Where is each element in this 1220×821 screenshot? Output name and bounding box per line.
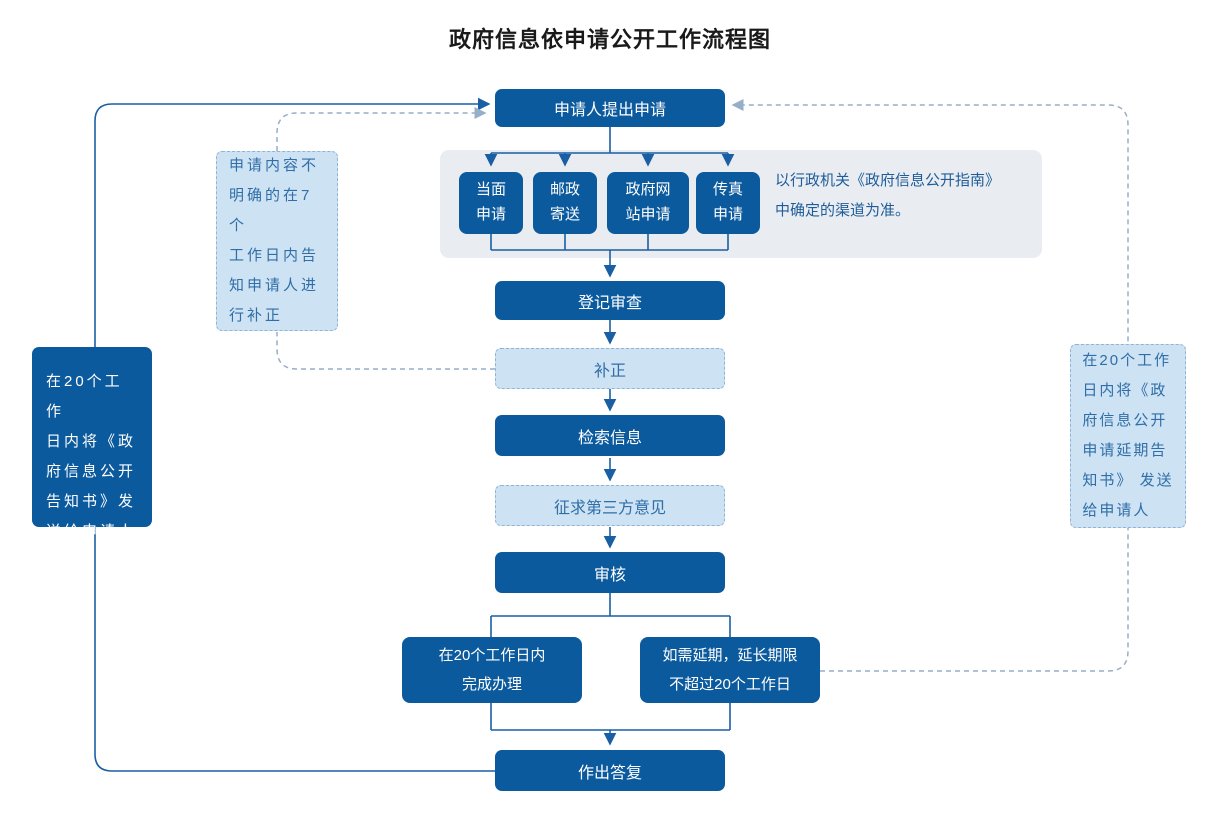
node-channel-gov-website: 政府网 站申请 <box>607 172 689 234</box>
node-complete-within-20-days: 在20个工作日内 完成办理 <box>402 637 582 703</box>
node-supplement-correction: 补正 <box>495 348 725 389</box>
node-channel-fax: 传真 申请 <box>696 172 760 234</box>
node-search-information: 检索信息 <box>495 415 725 456</box>
node-channel-in-person: 当面 申请 <box>459 172 523 234</box>
note-extension-notice-20-days: 在20个工作 日内将《政 府信息公开 申请延期告 知书》 发送 给申请人 <box>1070 344 1186 528</box>
connector-review-split <box>490 593 731 637</box>
note-disclosure-notice-20-days: 在20个工作 日内将《政 府信息公开 告知书》发 送给申请人 <box>32 347 152 540</box>
node-final-review: 审核 <box>495 552 725 593</box>
connector-applicant-to-bus <box>491 127 728 154</box>
connector-channels-merge <box>490 234 729 251</box>
connector-branches-merge <box>490 703 731 731</box>
channel-note-text: 以行政机关《政府信息公开指南》 中确定的渠道为准。 <box>775 172 1001 219</box>
page-title: 政府信息依申请公开工作流程图 <box>448 27 771 52</box>
connector-note-to-applicant <box>276 107 487 151</box>
node-make-reply: 作出答复 <box>495 750 725 791</box>
node-third-party-opinion: 征求第三方意见 <box>495 485 725 526</box>
node-applicant-submit: 申请人提出申请 <box>495 89 725 127</box>
node-channel-postal-mail: 邮政 寄送 <box>533 172 597 234</box>
note-supplement-within-7-days: 申请内容不 明确的在7个 工作日内告 知申请人进 行补正 <box>216 151 338 331</box>
node-extension-limit: 如需延期，延长期限 不超过20个工作日 <box>640 637 820 703</box>
node-register-review: 登记审查 <box>495 281 725 320</box>
connector-supplement-to-note <box>276 332 495 370</box>
